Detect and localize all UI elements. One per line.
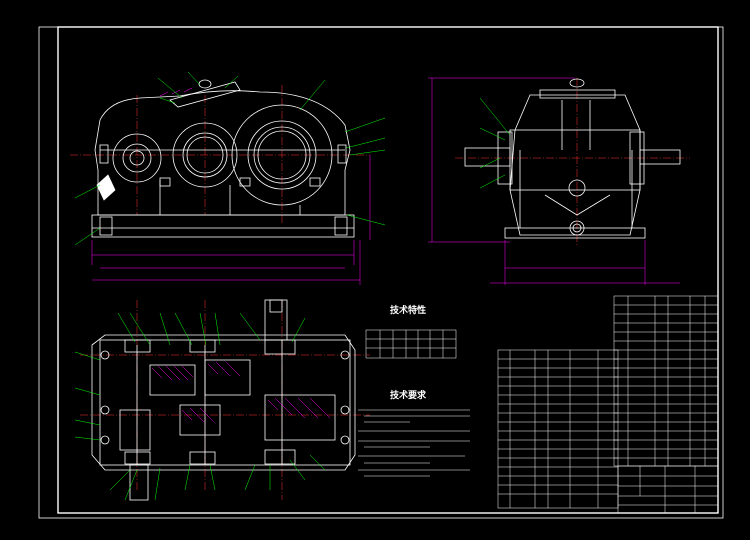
side-view-dimensions <box>428 77 680 285</box>
front-view-leaders <box>74 71 386 246</box>
tech-requirements-title: 技术要求 <box>390 389 427 401</box>
title-block <box>617 465 719 514</box>
top-section-view <box>80 299 370 501</box>
top-section-hatch <box>151 361 331 423</box>
tech-requirements: 技术要求 <box>358 389 470 477</box>
tech-characteristics-table <box>365 329 457 359</box>
tech-requirements-lines <box>358 409 470 477</box>
inner-frame <box>57 26 719 514</box>
side-view <box>455 78 690 245</box>
tech-characteristics: 技术特性 <box>365 304 457 359</box>
front-view <box>70 79 370 238</box>
front-view-dimensions <box>91 155 371 285</box>
top-section-leaders <box>74 312 326 501</box>
side-view-leaders <box>479 97 511 189</box>
tech-characteristics-title: 技术特性 <box>390 304 426 316</box>
parts-list <box>497 295 719 509</box>
